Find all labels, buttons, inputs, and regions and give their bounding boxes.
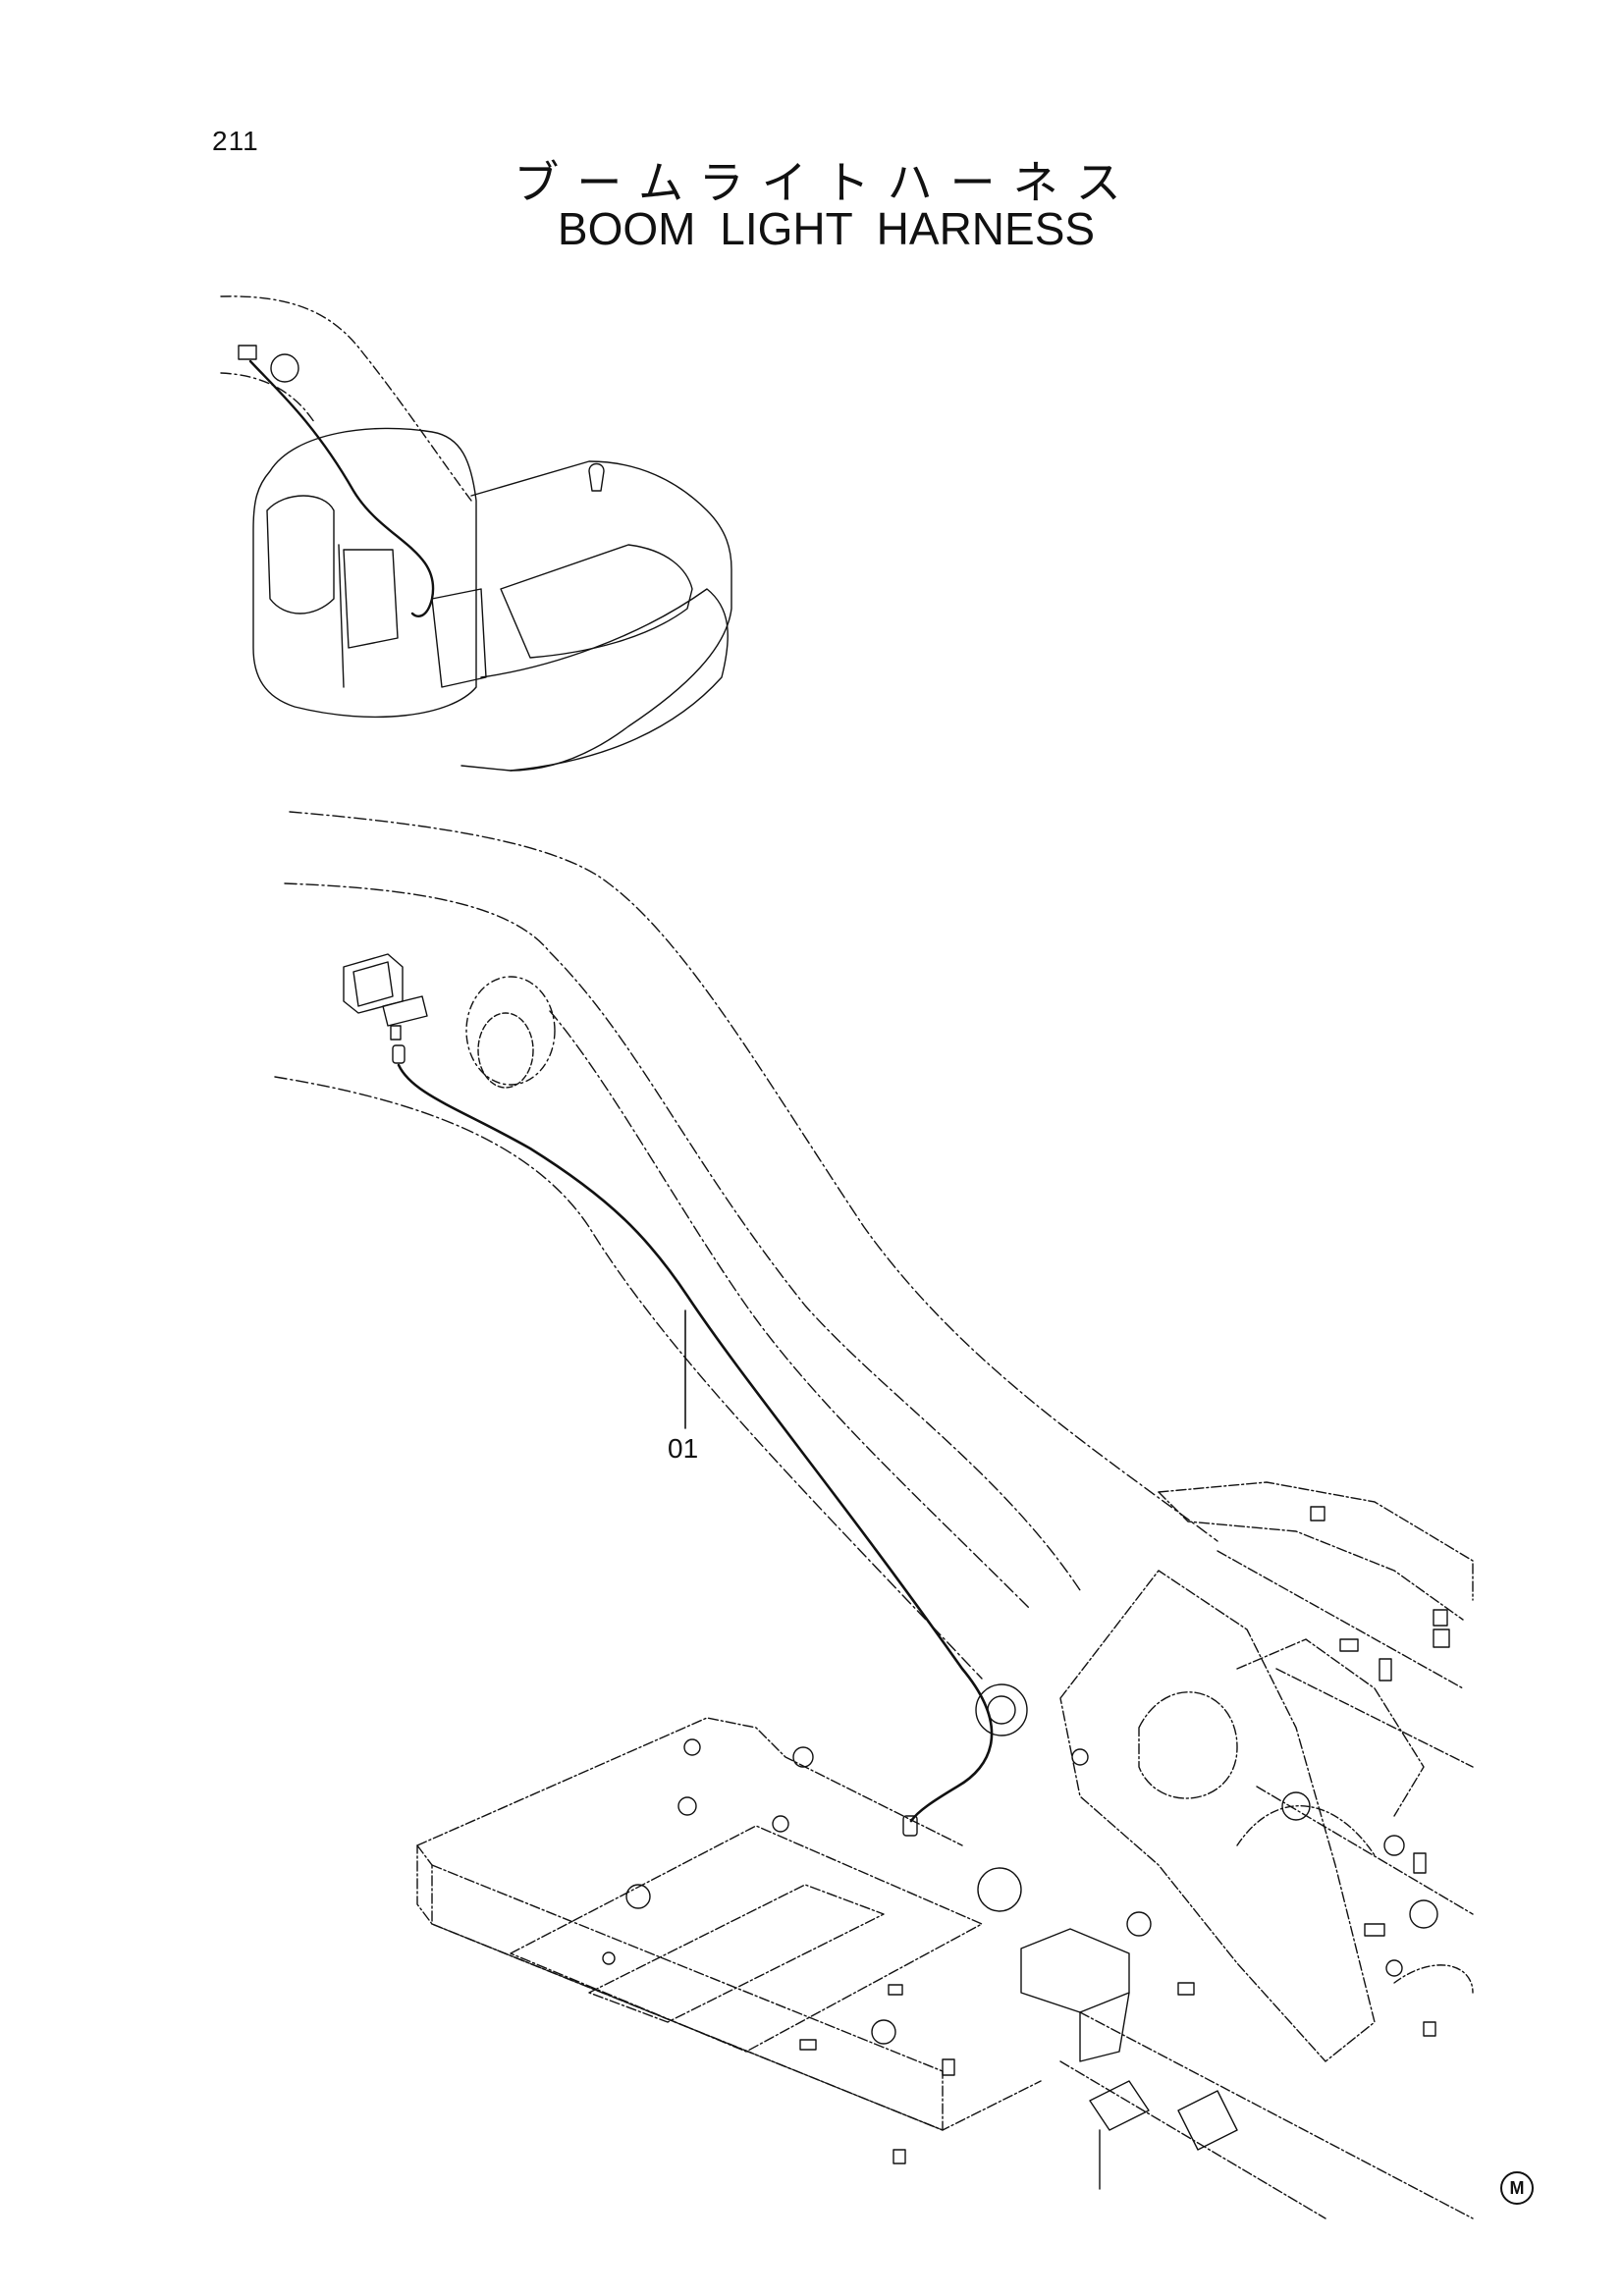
overview-boom-outline <box>220 295 472 502</box>
frame-fittings <box>799 1506 1450 2164</box>
boom-light-assembly <box>343 953 428 1064</box>
overview-harness <box>248 359 435 617</box>
boom-inner-line <box>549 1010 1032 1611</box>
overview-cab-window-front <box>266 495 335 614</box>
frame-beam-body <box>431 1864 944 2131</box>
harness-end-connector <box>902 1815 918 1837</box>
page-title-japanese: ブームライトハーネス <box>514 156 1139 209</box>
page-number: 211 <box>212 126 259 156</box>
boom-cylinder-pin <box>477 1012 534 1089</box>
upper-frame <box>416 1481 1474 2219</box>
page-title-english: BOOM LIGHT HARNESS <box>557 203 1096 254</box>
overview-cab <box>252 427 477 719</box>
frame-right-deck-edge <box>1158 1491 1464 1621</box>
callout-label-01: 01 <box>668 1433 699 1464</box>
boom-light-harness <box>397 1063 994 1823</box>
overview-hood <box>460 460 732 772</box>
boom-foot-pin-outer <box>975 1683 1028 1736</box>
frame-bottom-rail <box>1079 2011 1474 2219</box>
swing-bearing-arc <box>1236 1805 1376 1856</box>
boom-upper-contour <box>284 882 1081 1591</box>
boom-foot-lug <box>1138 1691 1238 1799</box>
frame-main-beam-top <box>416 1844 433 1925</box>
boom-foot-side-plate <box>1059 1570 1376 2062</box>
light-bracket <box>382 995 428 1027</box>
boom-cylinder-pin-boss <box>465 976 556 1086</box>
boom-top-edge <box>289 811 1218 1542</box>
harness-connector <box>392 1044 406 1064</box>
overview-cab-door <box>338 544 345 688</box>
light-housing <box>343 953 404 1014</box>
boom-lower-edge <box>274 1076 983 1680</box>
frame-right-lower <box>1256 1786 1474 1915</box>
overview-boom-light <box>238 345 257 360</box>
overview-inset <box>220 295 732 772</box>
frame-beam-lower <box>431 1923 1042 2131</box>
overview-hood-panel <box>500 544 693 659</box>
frame-crossmember <box>588 1884 885 2023</box>
frame-right-inner <box>1275 1668 1474 1768</box>
overview-boom-lower-edge <box>220 372 315 423</box>
overview-boom-pin <box>270 353 299 383</box>
swing-bearing-arc-lower <box>1393 1964 1474 1994</box>
boom-foot-gusset <box>1236 1638 1425 1817</box>
overview-counterweight <box>480 588 729 772</box>
frame-holes <box>602 1738 1438 2045</box>
boom <box>274 811 1218 1680</box>
center-bracket <box>1020 1928 1238 2190</box>
frame-rear-rail <box>510 1825 983 2053</box>
overview-muffler <box>588 462 605 492</box>
frame-right-side <box>1217 1550 1464 1689</box>
manufacturer-mark: M <box>1500 2171 1534 2205</box>
overview-side-panel <box>431 588 487 688</box>
overview-cab-window-side <box>343 549 399 649</box>
boom-foot-bracket <box>1059 1570 1425 2062</box>
frame-main-beam-left <box>416 1717 963 1846</box>
light-lens <box>352 961 394 1007</box>
boom-foot-pin-inner <box>987 1695 1016 1725</box>
light-bracket-stud <box>390 1025 402 1041</box>
frame-right-deck <box>1158 1481 1474 1601</box>
